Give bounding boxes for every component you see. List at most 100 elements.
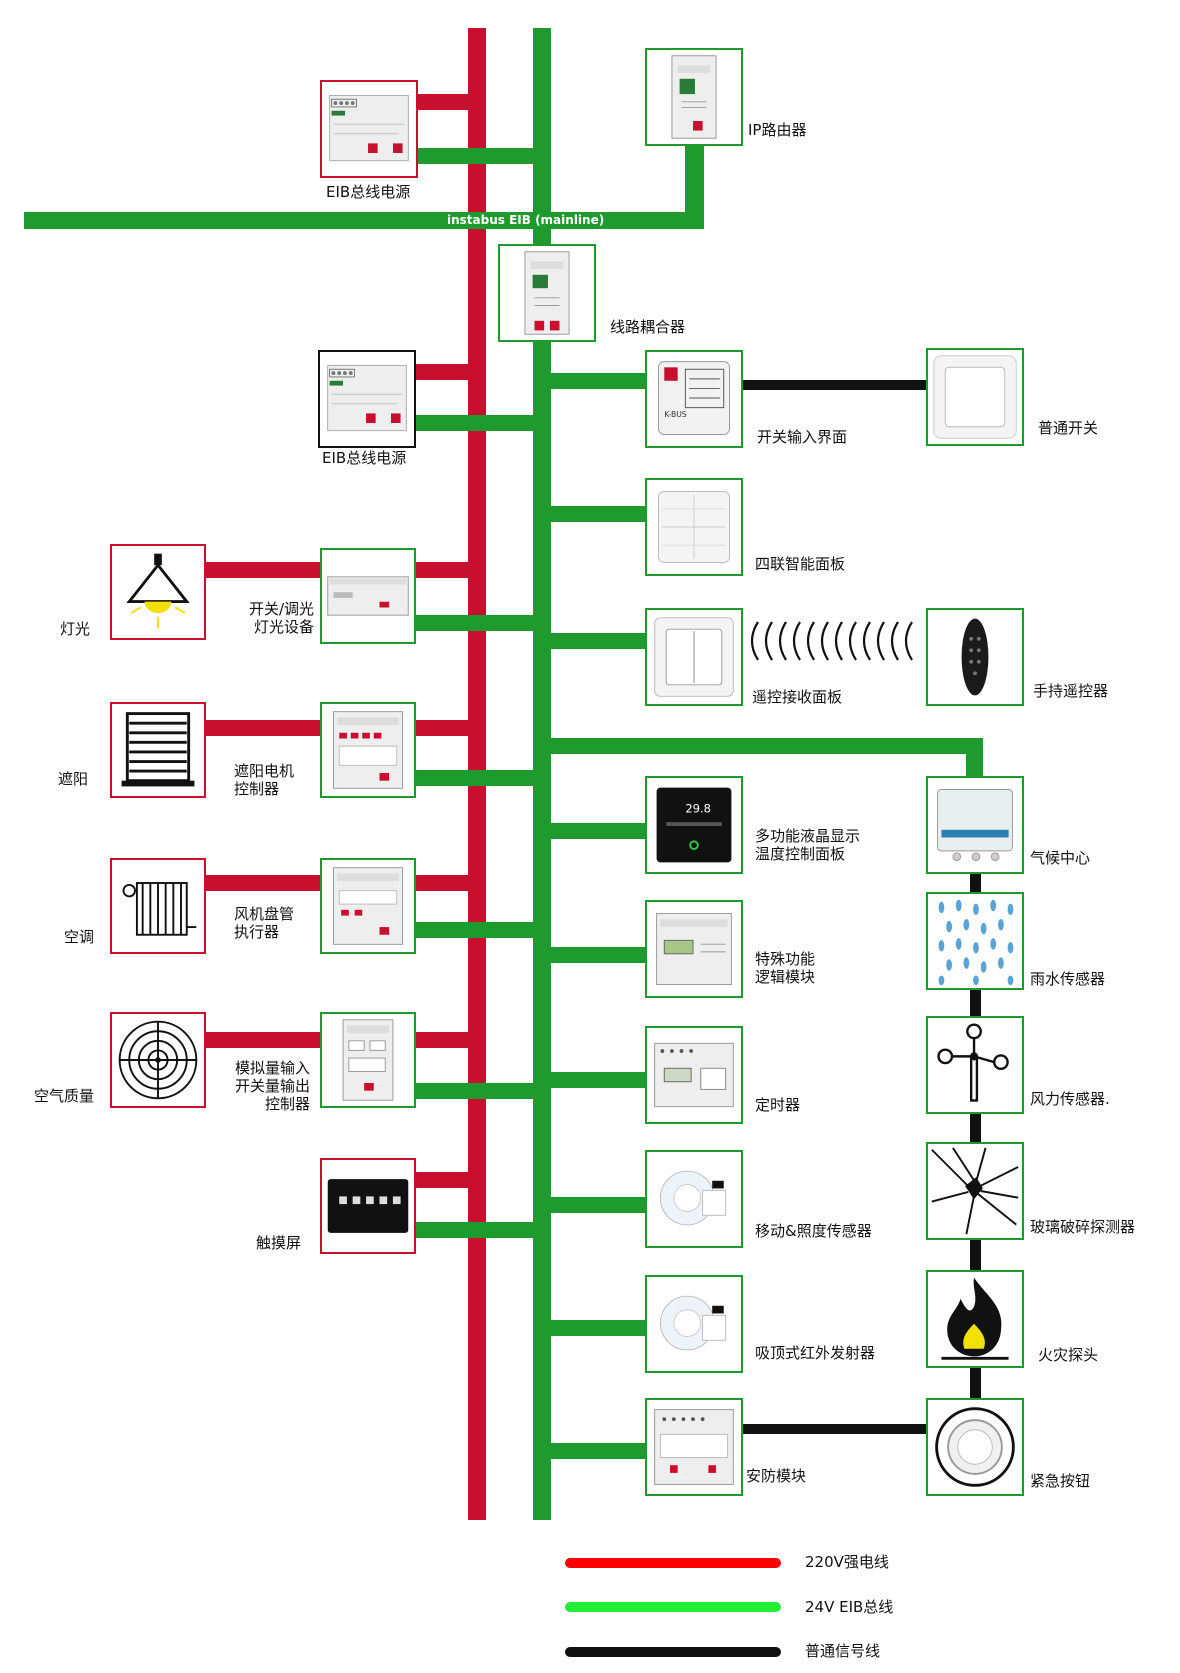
dimmer-bus [414,615,551,631]
remote-panel-bus [533,633,648,649]
motion-sensor-image [645,1150,743,1248]
weather-center-label: 气候中心 [1030,849,1091,867]
logic-bus [533,947,648,963]
lcd-panel-image: 29.8 [645,776,743,874]
ip-router-label: IP路由器 [748,121,807,139]
motion-bus [533,1197,648,1213]
analog-io-label-line-2: 开关量输出 [234,1077,310,1095]
ip-router-image [645,48,743,146]
analog-bus [414,1083,551,1099]
legend-line-power [565,1558,781,1568]
remote-panel-image [645,608,743,706]
psu-top-power [418,94,486,110]
psu-top-image [320,80,418,178]
security-module-image [645,1398,743,1496]
analog-power [414,1032,486,1048]
dimmer-label-line-2: 灯光设备 [253,618,314,636]
ip-router-link [685,145,704,229]
fancoil-label-line-2: 执行器 [234,923,280,941]
wireless-waves [750,621,913,661]
psu-top-label: EIB总线电源 [326,183,411,201]
logic-module-image [645,900,743,998]
lcd-panel-label-line-2: 温度控制面板 [755,845,846,863]
shading-image [110,702,206,798]
air-quality-label: 空气质量 [34,1087,95,1105]
shade-motor-label-line-2: 控制器 [234,780,280,798]
security-module-label: 安防模块 [746,1467,807,1485]
legend-label-signal: 普通信号线 [805,1642,881,1660]
fancoil-power [414,875,486,891]
timer-bus [533,1072,648,1088]
rain-sensor-label: 雨水传感器 [1030,970,1106,988]
mainline-label: instabus EIB (mainline) [447,213,605,227]
touchscreen-power [414,1172,486,1188]
line-coupler-image [498,244,596,342]
switch-signal [740,380,926,390]
lighting-label: 灯光 [60,620,91,638]
touchscreen-image [320,1158,416,1254]
airquality-power-link [205,1032,320,1048]
switch-if-bus [533,373,648,389]
eib-mainline [24,212,704,229]
quad-panel-label: 四联智能面板 [755,555,846,573]
psu-mid-power [414,364,486,380]
fire-detector-label: 火灾探头 [1038,1346,1099,1364]
motion-sensor-label: 移动&照度传感器 [755,1222,872,1240]
glass-break-label: 玻璃破碎探测器 [1030,1218,1136,1236]
glass-break-image [926,1142,1024,1240]
fancoil-label-line-1: 风机盘管 [234,905,295,923]
dimmer-label: 开关/调光 灯光设备 [216,600,314,636]
handheld-remote-image [926,608,1024,706]
lighting-image [110,544,206,640]
psu-top-bus [418,148,551,164]
lcd-panel-label-line-1: 多功能液晶显示 [755,827,861,845]
legend-label-bus: 24V EIB总线 [805,1598,894,1616]
quad-panel-bus [533,506,648,522]
weather-bus-drop [966,738,983,778]
security-bus [533,1443,648,1459]
touchscreen-bus [414,1222,551,1238]
ir-emitter-image [645,1275,743,1373]
logic-module-label-line-1: 特殊功能 [755,950,816,968]
shade-power [414,720,486,736]
timer-label: 定时器 [755,1096,801,1114]
normal-switch-label: 普通开关 [1038,419,1099,437]
psu-mid-image [318,350,416,448]
timer-image [645,1026,743,1124]
analog-io-label-line-1: 模拟量输入 [234,1059,310,1077]
line-coupler-label: 线路耦合器 [610,318,686,336]
remote-panel-label: 遥控接收面板 [752,688,843,706]
lcd-panel-label: 多功能液晶显示 温度控制面板 [755,827,860,863]
psu-mid-bus [414,415,551,431]
quad-panel-image [645,478,743,576]
switch-interface-image: K-BUS [645,350,743,448]
analog-io-image [320,1012,416,1108]
psu-mid-label: EIB总线电源 [322,449,407,467]
dimmer-label-line-1: 开关/调光 [248,600,314,618]
logic-module-label: 特殊功能 逻辑模块 [755,950,815,986]
aircon-label: 空调 [64,928,95,946]
fancoil-bus [414,922,551,938]
legend-label-power: 220V强电线 [805,1553,889,1571]
sensor-chain-signal [970,870,981,1400]
aircon-image [110,858,206,954]
legend-line-signal [565,1647,781,1657]
touchscreen-label: 触摸屏 [256,1234,302,1252]
wind-sensor-label: 风力传感器. [1030,1090,1110,1108]
fancoil-image [320,858,416,954]
shade-bus [414,770,551,786]
handheld-remote-label: 手持遥控器 [1033,682,1109,700]
weather-bus [533,738,983,754]
logic-module-label-line-2: 逻辑模块 [755,968,816,986]
shade-motor-image [320,702,416,798]
analog-io-label: 模拟量输入 开关量输出 控制器 [198,1059,310,1113]
emergency-button-label: 紧急按钮 [1030,1472,1091,1490]
air-quality-image [110,1012,206,1108]
dimmer-power [414,562,486,578]
emergency-button-image [926,1398,1024,1496]
svg-text:K-BUS: K-BUS [664,410,687,419]
dimmer-image [320,548,416,644]
aircon-power-link [205,875,320,891]
lighting-power-link [205,562,320,578]
security-signal [740,1424,926,1434]
